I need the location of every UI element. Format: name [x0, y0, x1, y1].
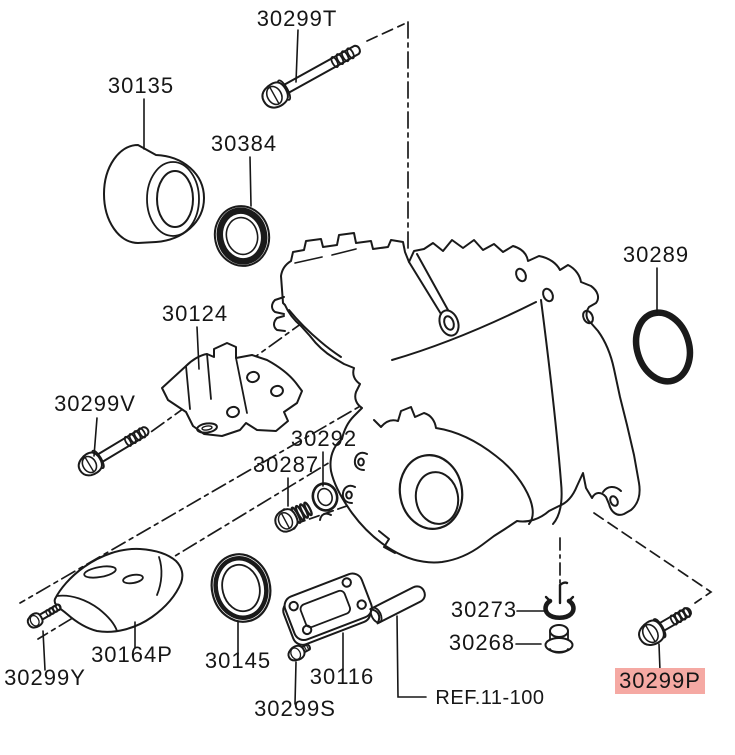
label-30299y[interactable]: 30299Y [4, 665, 86, 690]
part-bolt-30299t [261, 44, 361, 109]
part-plate-30116 [282, 572, 373, 646]
label-30299s[interactable]: 30299S [254, 696, 336, 721]
housing-outline [280, 232, 641, 564]
leader-30384 [249, 156, 252, 207]
bellhousing-bolt-bosses [319, 451, 368, 521]
part-plug-30287 [274, 501, 313, 533]
leader-ref-11-100 [396, 615, 427, 698]
leader-30299p [658, 643, 661, 672]
housing-bottom-notch [378, 530, 396, 554]
bellhousing-inner-bore [414, 471, 460, 525]
label-30116[interactable]: 30116 [310, 664, 375, 689]
axis-bolt-30299t [366, 23, 405, 42]
part-shield-30164p [53, 547, 184, 633]
leader-30299v [93, 417, 98, 457]
part-labels: 30299T 30135 30384 30124 30299V 30292 30… [4, 6, 705, 721]
label-30273[interactable]: 30273 [451, 597, 517, 622]
leader-30124 [196, 326, 200, 370]
housing-ridge-right [540, 299, 563, 525]
part-nut-30299s [287, 643, 311, 662]
part-seal-30384 [213, 205, 271, 267]
part-bolt-30299y [26, 603, 62, 629]
part-seal-30145 [210, 553, 272, 623]
part-bushing-30135 [103, 144, 205, 244]
label-30145[interactable]: 30145 [205, 648, 271, 673]
leader-30299y [42, 630, 46, 671]
label-30384[interactable]: 30384 [211, 131, 277, 156]
label-30268[interactable]: 30268 [449, 630, 515, 655]
part-oring-30289 [632, 309, 694, 385]
part-ring-30292 [311, 482, 339, 512]
housing-mount-ears [271, 296, 286, 332]
part-dowel-pin-ref [369, 585, 426, 625]
bellhousing-boundary [373, 406, 534, 525]
label-30299p[interactable]: 30299P [619, 668, 701, 693]
leader-lines [42, 29, 661, 705]
housing-top-ribs [294, 248, 357, 264]
label-30135[interactable]: 30135 [108, 73, 174, 98]
part-cap-30268 [544, 624, 574, 654]
label-30289[interactable]: 30289 [623, 242, 689, 267]
bellhousing-main-bore [398, 454, 464, 530]
label-30299t[interactable]: 30299T [257, 6, 338, 31]
part-bracket-30124 [161, 342, 303, 437]
housing-bolt-boss [438, 309, 460, 337]
axis-long-upper [19, 396, 377, 604]
label-ref-11-100[interactable]: REF.11-100 [435, 687, 544, 709]
housing-top-holes [515, 267, 594, 325]
label-30287[interactable]: 30287 [253, 452, 319, 477]
part-bolt-30299v [77, 426, 150, 477]
label-30299v[interactable]: 30299V [54, 391, 136, 416]
housing-parting-line [391, 301, 537, 361]
part-bolt-30299p[interactable] [635, 601, 696, 650]
label-30164p[interactable]: 30164P [91, 642, 173, 667]
housing-flange-line [288, 309, 342, 358]
leader-30299t [295, 29, 299, 83]
housing-bolt-tube [408, 253, 449, 315]
label-30124[interactable]: 30124 [162, 301, 228, 326]
transaxle-housing [271, 232, 641, 564]
leader-30299s [294, 661, 297, 705]
housing-foot-tab [602, 486, 622, 507]
part-clip-30273 [543, 581, 576, 621]
axis-bolt-30299p [593, 512, 713, 604]
highlight-30299p[interactable] [615, 668, 705, 694]
label-30292[interactable]: 30292 [291, 426, 357, 451]
